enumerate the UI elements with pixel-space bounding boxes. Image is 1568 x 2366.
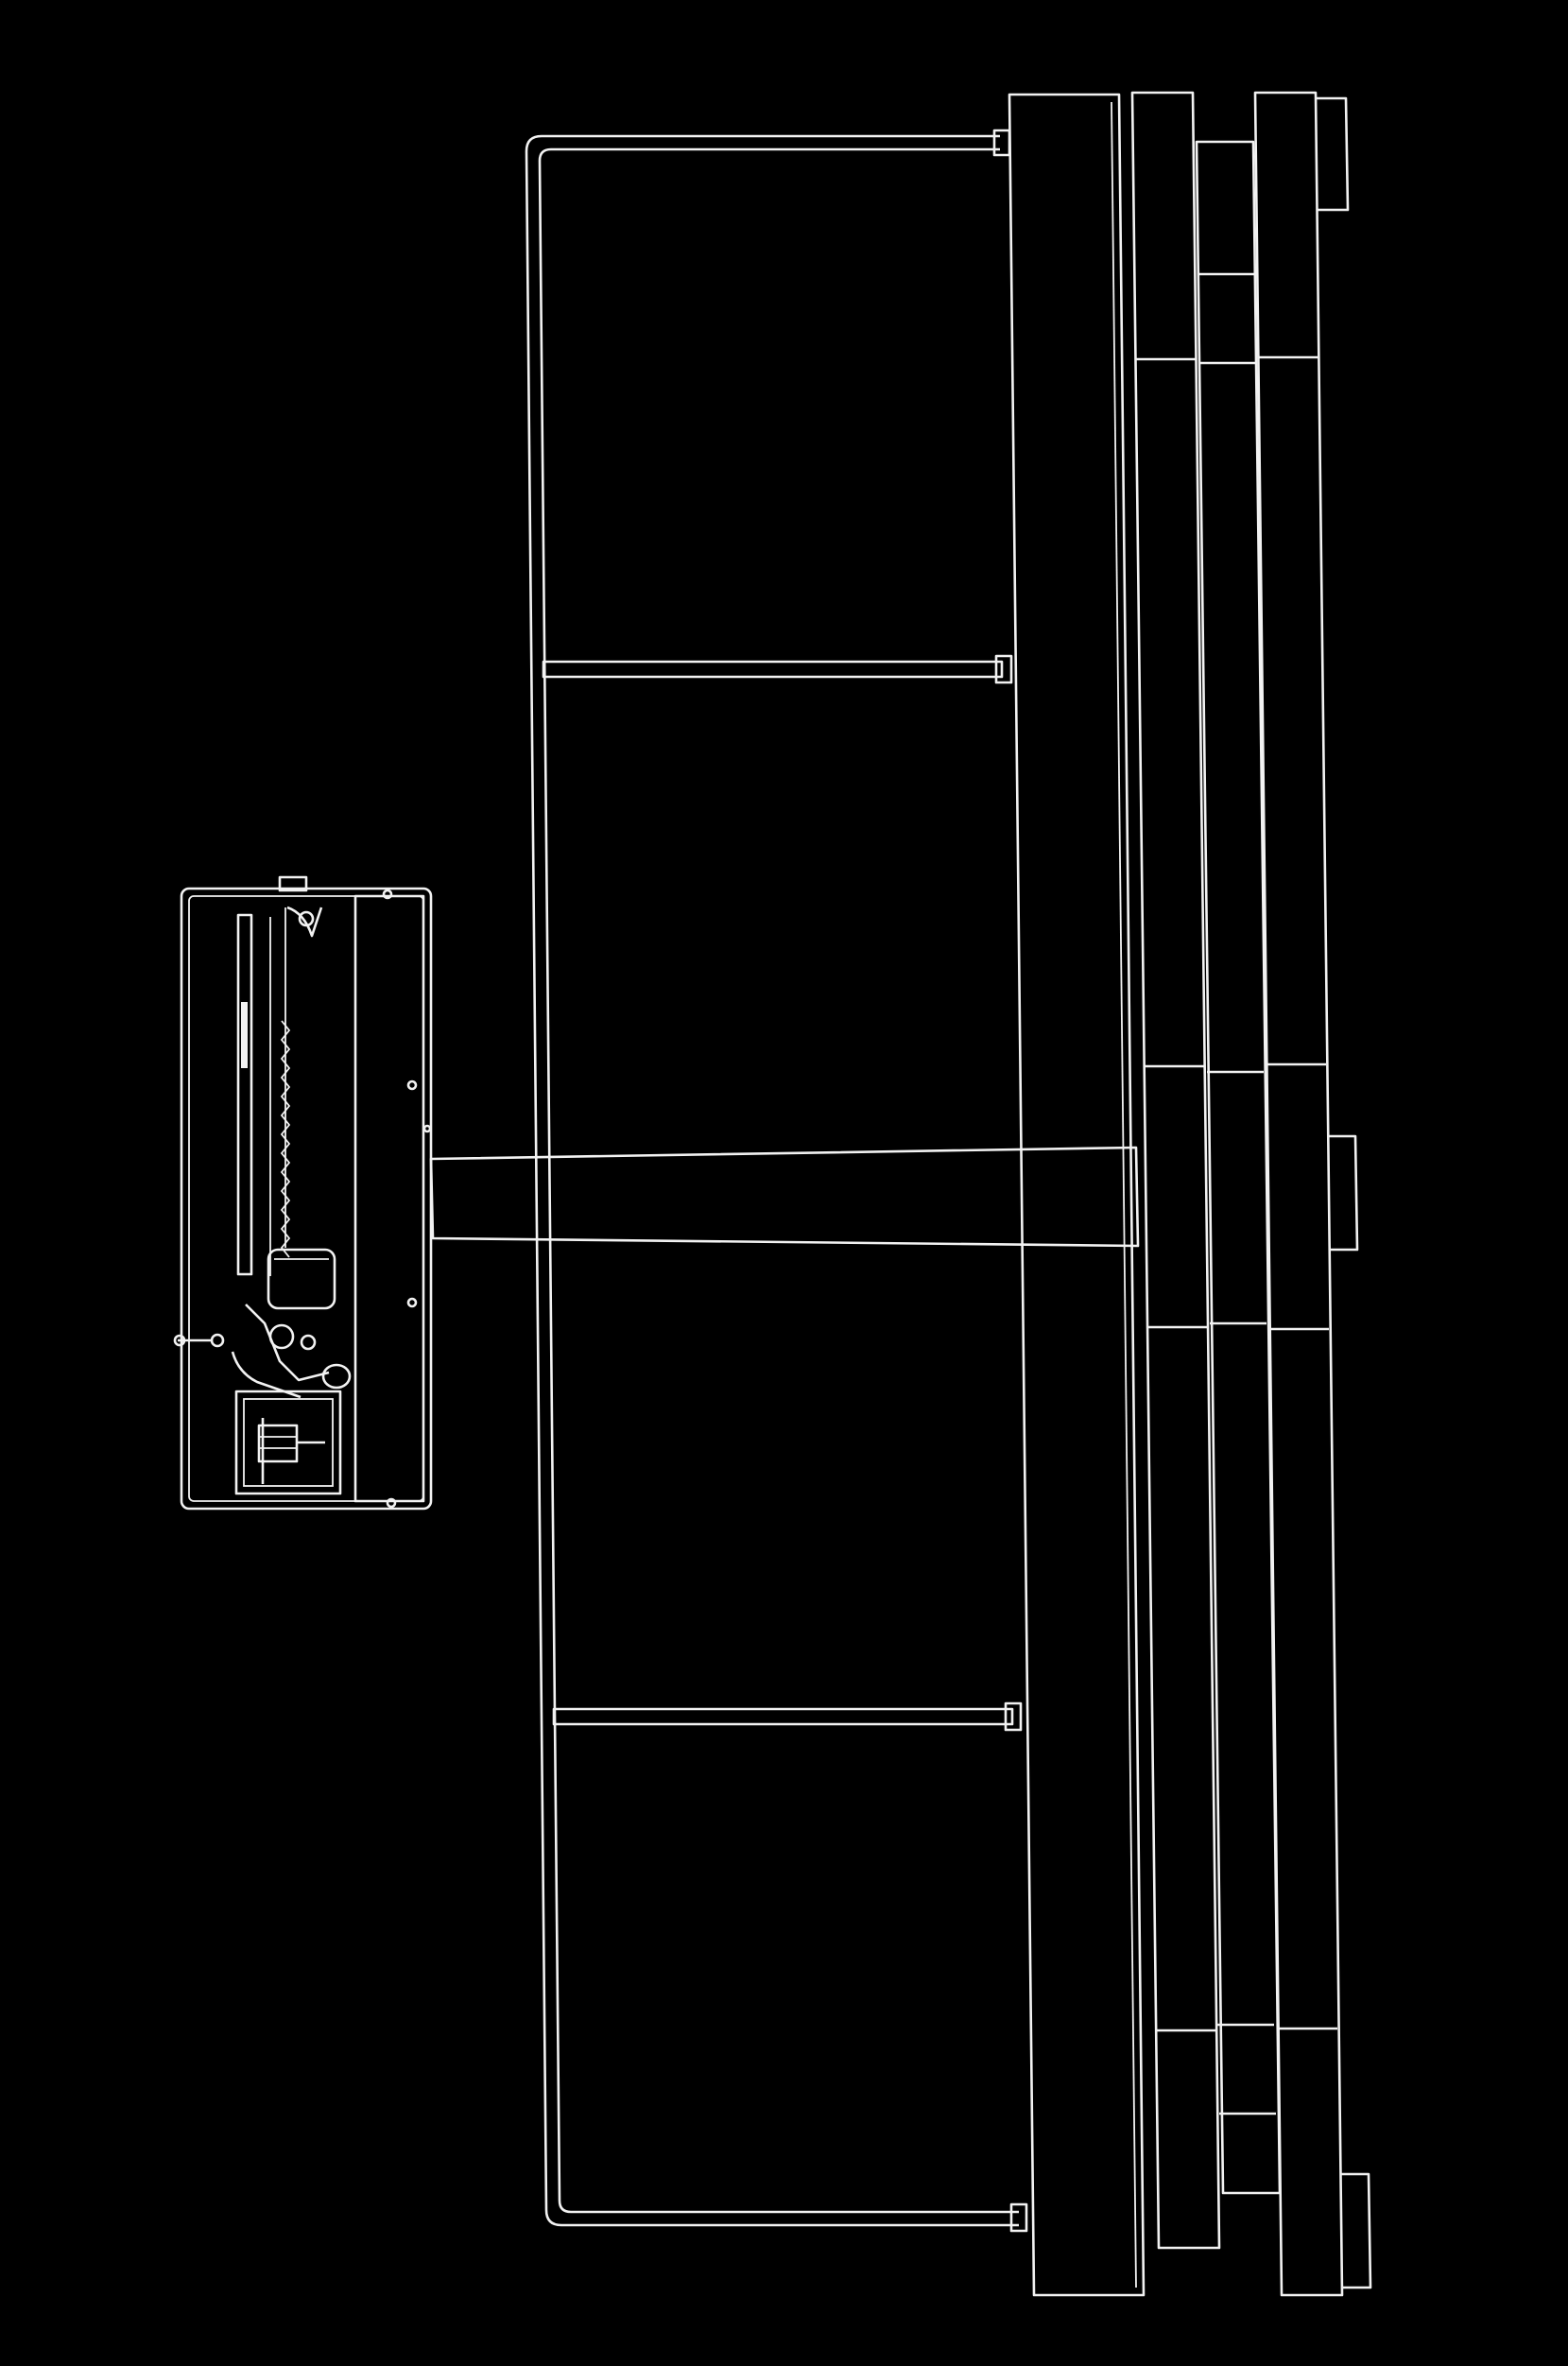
housing-inner (188, 895, 424, 1502)
top-pulley (298, 910, 315, 927)
rail-1-outline (1130, 91, 1221, 2250)
frame-inner-outline (538, 147, 1019, 2214)
main-beam-outline (1008, 93, 1146, 2297)
crank-arm (245, 1304, 330, 1382)
gear-hub (300, 1334, 317, 1351)
frame-connector-upper (994, 654, 1013, 684)
bracket-arm (231, 1351, 302, 1399)
cover-screw-d (386, 1497, 397, 1509)
top-linkage (286, 906, 323, 938)
tube-frame (525, 129, 1028, 2233)
frame-brace-lower (552, 1707, 1014, 1726)
cover-screw-a (382, 889, 393, 900)
long-rod (236, 913, 253, 1276)
rod-slot (241, 1002, 248, 1068)
pivot-knob (210, 1333, 225, 1348)
frame-brace-upper (542, 660, 1004, 679)
cover-screw-b (406, 1079, 418, 1091)
cover-panel (353, 894, 425, 1503)
rail-3-outline (1253, 91, 1344, 2297)
frame-outer-outline (525, 134, 1019, 2227)
main-beam-inner-edge (1111, 101, 1137, 2288)
rail-foot-middle (1327, 1134, 1359, 1252)
center-post (429, 1124, 1140, 1268)
motor-cylinder (267, 1248, 336, 1310)
main-beam (1008, 93, 1146, 2297)
housing-outer (180, 887, 433, 1511)
sub-box-inner (243, 1398, 334, 1487)
outer-knob (173, 1334, 186, 1347)
rail-foot-bottom (1340, 2172, 1372, 2289)
mechanism-housing (173, 875, 433, 1511)
crank-weight (321, 1363, 352, 1390)
frame-connector-lower (1004, 1701, 1023, 1732)
coil-spring-turns (280, 1020, 291, 1258)
sub-box-outer (234, 1390, 342, 1495)
frame-connector-top (992, 129, 1011, 157)
center-post-outline (429, 1146, 1140, 1248)
rail-stack (1130, 91, 1372, 2297)
sub-box-block (257, 1424, 299, 1463)
cover-screw-e (422, 1124, 432, 1133)
rail-foot-top (1316, 96, 1350, 212)
frame-connector-bottom (1009, 2202, 1028, 2233)
center-post-base-line (1129, 1124, 1133, 1268)
top-bracket (278, 875, 308, 892)
cover-screw-c (406, 1297, 418, 1308)
